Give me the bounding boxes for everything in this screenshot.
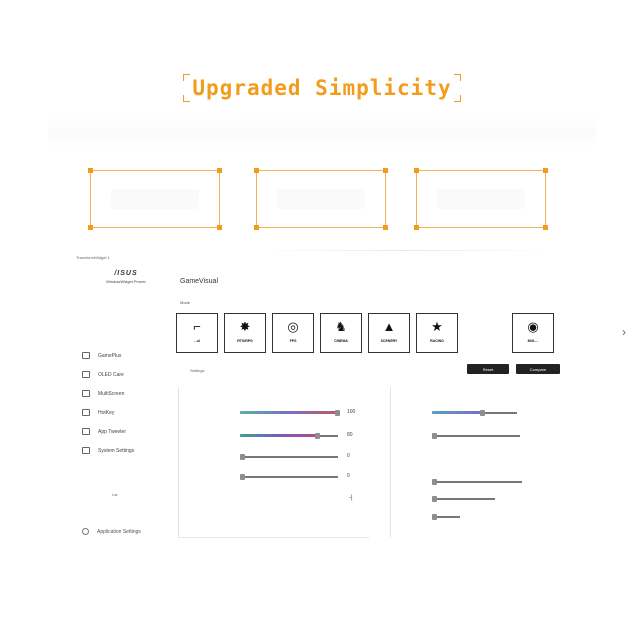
- slider-fill: [240, 411, 338, 414]
- slider-track: [432, 498, 495, 500]
- mode-icon: ◎: [287, 319, 299, 334]
- slider[interactable]: [432, 514, 460, 520]
- slider-track: [432, 481, 522, 483]
- sidebar-item-oled-care[interactable]: OLED Care: [82, 365, 182, 384]
- multiscreen-icon: [82, 390, 90, 397]
- application-settings-link[interactable]: Application Settings: [82, 528, 141, 535]
- mode-label-text: RACING: [430, 339, 444, 343]
- system-settings-icon: [82, 447, 90, 454]
- subtitle-band: [48, 112, 596, 148]
- slider[interactable]: [240, 454, 338, 460]
- slider-handle[interactable]: [335, 410, 340, 416]
- sidebar-minor-label: Lar: [112, 492, 118, 497]
- slider-value: 100: [347, 409, 356, 415]
- slider[interactable]: [432, 433, 520, 439]
- sidebar-item-label: HotKey: [98, 409, 115, 416]
- slider-handle[interactable]: [432, 433, 437, 439]
- mode-icon: ✸: [239, 319, 251, 334]
- chevron-right-icon[interactable]: ›: [622, 325, 626, 339]
- slider-fill: [240, 434, 319, 437]
- slider-handle[interactable]: [240, 474, 245, 480]
- feature-box-3: [414, 168, 548, 230]
- settings-gear-icon: [82, 528, 89, 535]
- feature-box-1: [88, 168, 222, 230]
- slider-fill: [432, 411, 483, 414]
- slider-handle[interactable]: [432, 514, 437, 520]
- oled-care-icon: [82, 371, 90, 378]
- mode-tile-3[interactable]: ♞ CINEMA: [320, 313, 362, 353]
- slider-value: 0: [347, 473, 350, 479]
- sidebar-item-gameplus[interactable]: GamePlus: [82, 346, 182, 365]
- mode-label-text: CINEMA: [334, 339, 348, 343]
- slider-track: [240, 476, 338, 478]
- compare-button[interactable]: Compare: [516, 364, 560, 374]
- extra-value: -|: [349, 495, 353, 501]
- slider[interactable]: [432, 479, 522, 485]
- sidebar-item-system-settings[interactable]: System Settings: [82, 441, 182, 460]
- mode-tile-2[interactable]: ◎ FPS: [272, 313, 314, 353]
- window-title: TransformWidget 1: [76, 255, 110, 260]
- sidebar-item-label: System Settings: [98, 447, 135, 454]
- slider-handle[interactable]: [432, 479, 437, 485]
- mode-icon: ★: [431, 319, 443, 334]
- mode-icon: ▲: [382, 319, 396, 334]
- mode-label-text: FPS: [289, 339, 297, 343]
- divider: [260, 250, 550, 251]
- mode-label-text: SCENERY: [380, 339, 398, 343]
- slider-value: 80: [347, 432, 353, 438]
- slider[interactable]: [240, 474, 338, 480]
- slider-track: [432, 435, 520, 437]
- settings-label: Settings: [190, 368, 205, 373]
- hero-title: Upgraded Simplicity: [183, 74, 461, 102]
- app-tweeter-icon: [82, 428, 90, 435]
- sidebar-item-label: GamePlus: [98, 352, 122, 359]
- brand-logo: /ISUS: [114, 270, 138, 277]
- feature-box-2: [254, 168, 388, 230]
- mode-tile-0[interactable]: ⌐ ...ul: [176, 313, 218, 353]
- slider-handle[interactable]: [315, 433, 321, 439]
- slider[interactable]: [432, 410, 517, 416]
- mode-tile-6[interactable]: ◉ MOL...: [512, 313, 554, 353]
- mode-label-text: MOL...: [527, 339, 539, 343]
- hero-title-text: Upgraded Simplicity: [192, 76, 452, 100]
- application-settings-label: Application Settings: [97, 528, 141, 535]
- mode-tile-1[interactable]: ✸ RTS/RPG: [224, 313, 266, 353]
- brand: /ISUS WindowWidget Proeer: [96, 270, 156, 284]
- hotkey-icon: [82, 409, 90, 416]
- sidebar-item-label: MultiScreen: [98, 390, 125, 397]
- left-adjust-panel: [178, 387, 369, 538]
- sidebar-item-hotkey[interactable]: HotKey: [82, 403, 182, 422]
- sidebar-item-multiscreen[interactable]: MultiScreen: [82, 384, 182, 403]
- sidebar-item-label: App Tweeter: [98, 428, 126, 435]
- mode-icon: ⌐: [193, 319, 201, 334]
- mode-icon: ♞: [335, 319, 347, 334]
- slider[interactable]: [240, 433, 338, 439]
- slider-value: 0: [347, 453, 350, 459]
- mode-carousel: › ⌐ ...ul ✸ RTS/RPG ◎ FPS ♞ CINEMA ▲ SCENERY ★ RACI…: [176, 313, 626, 357]
- reset-button[interactable]: Reset: [467, 364, 509, 374]
- sidebar-item-app-tweeter[interactable]: App Tweeter: [82, 422, 182, 441]
- slider-track: [240, 456, 338, 458]
- mode-tile-5[interactable]: ★ RACING: [416, 313, 458, 353]
- app-window: TransformWidget 1 /ISUS WindowWidget Pro…: [60, 252, 626, 552]
- slider-handle[interactable]: [432, 496, 437, 502]
- mode-label: Mode: [180, 300, 191, 305]
- slider[interactable]: [240, 410, 340, 416]
- mode-icon: ◉: [527, 319, 539, 334]
- slider-handle[interactable]: [480, 410, 485, 416]
- mode-label-text: RTS/RPG: [237, 339, 253, 343]
- gamepad-icon: [82, 352, 90, 359]
- product-name: WindowWidget Proeer: [106, 279, 146, 284]
- mode-label-text: ...ul: [193, 339, 201, 343]
- hero-heading: Upgraded Simplicity: [0, 74, 644, 102]
- right-adjust-panel: [390, 387, 571, 537]
- slider-track: [432, 516, 460, 518]
- sidebar-item-label: OLED Care: [98, 371, 124, 378]
- mode-tile-4[interactable]: ▲ SCENERY: [368, 313, 410, 353]
- slider[interactable]: [432, 496, 495, 502]
- section-title: GameVisual: [180, 278, 219, 285]
- slider-handle[interactable]: [240, 454, 245, 460]
